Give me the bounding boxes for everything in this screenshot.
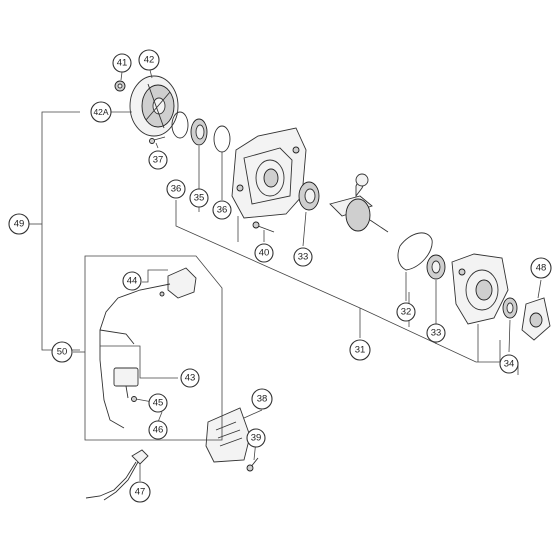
bearing-part <box>426 254 446 280</box>
callout-36: 36 <box>212 200 232 220</box>
callout-38: 38 <box>251 388 273 410</box>
callout-49: 49 <box>8 213 30 235</box>
svg-text:36: 36 <box>217 205 228 216</box>
svg-text:43: 43 <box>185 373 196 384</box>
starter-pulley-part <box>129 75 179 137</box>
svg-text:49: 49 <box>14 219 25 230</box>
callout-44: 44 <box>122 271 142 291</box>
screw-part <box>149 136 166 144</box>
crankcase-part <box>451 253 509 325</box>
ignition-coil-part <box>99 267 197 429</box>
svg-text:36: 36 <box>171 184 182 195</box>
svg-text:45: 45 <box>153 398 164 409</box>
svg-text:46: 46 <box>153 425 164 436</box>
svg-text:42A: 42A <box>93 107 108 117</box>
switch-part <box>113 367 139 402</box>
svg-text:35: 35 <box>194 193 205 204</box>
callout-42a: 42A <box>90 101 112 123</box>
svg-text:37: 37 <box>153 155 164 166</box>
callout-50: 50 <box>51 341 73 363</box>
bearing-part <box>190 118 208 146</box>
throttle-cable-part <box>85 449 149 501</box>
callout-31: 31 <box>349 339 371 361</box>
svg-text:41: 41 <box>117 58 128 69</box>
callout-43: 43 <box>180 368 200 388</box>
svg-text:33: 33 <box>431 328 442 339</box>
callout-47: 47 <box>129 481 151 503</box>
svg-text:40: 40 <box>259 248 270 259</box>
o-ring-part <box>213 125 231 153</box>
callout-45: 45 <box>148 393 168 413</box>
svg-text:34: 34 <box>504 359 515 370</box>
screw-part <box>246 457 259 472</box>
filter-cover-part <box>205 407 251 463</box>
callout-37: 37 <box>148 150 168 170</box>
svg-text:38: 38 <box>257 394 268 405</box>
callout-36: 36 <box>166 179 186 199</box>
callout-46: 46 <box>148 420 168 440</box>
svg-text:33: 33 <box>298 252 309 263</box>
callout-33: 33 <box>426 323 446 343</box>
svg-text:32: 32 <box>401 307 412 318</box>
svg-text:50: 50 <box>57 347 68 358</box>
crankcase-part <box>231 127 307 219</box>
bearing-part <box>298 181 320 211</box>
callout-41: 41 <box>112 53 132 73</box>
callout-48: 48 <box>530 257 552 279</box>
callout-39: 39 <box>246 428 266 448</box>
svg-text:48: 48 <box>536 263 547 274</box>
callout-35: 35 <box>189 188 209 208</box>
svg-text:31: 31 <box>355 345 366 356</box>
callout-42: 42 <box>138 49 160 71</box>
callout-40: 40 <box>254 243 274 263</box>
crankshaft-part <box>329 173 389 233</box>
o-ring-part <box>171 111 189 139</box>
callout-34: 34 <box>499 354 519 374</box>
nut-part <box>114 80 126 92</box>
svg-text:39: 39 <box>251 433 262 444</box>
svg-text:44: 44 <box>127 276 138 287</box>
svg-text:42: 42 <box>144 55 155 66</box>
oil-seal-part <box>502 297 518 319</box>
cover-plate-part <box>521 297 551 341</box>
callout-32: 32 <box>396 302 416 322</box>
svg-text:47: 47 <box>135 487 146 498</box>
bolt-part <box>252 221 275 233</box>
callout-33: 33 <box>293 247 313 267</box>
gasket-part <box>397 232 433 271</box>
